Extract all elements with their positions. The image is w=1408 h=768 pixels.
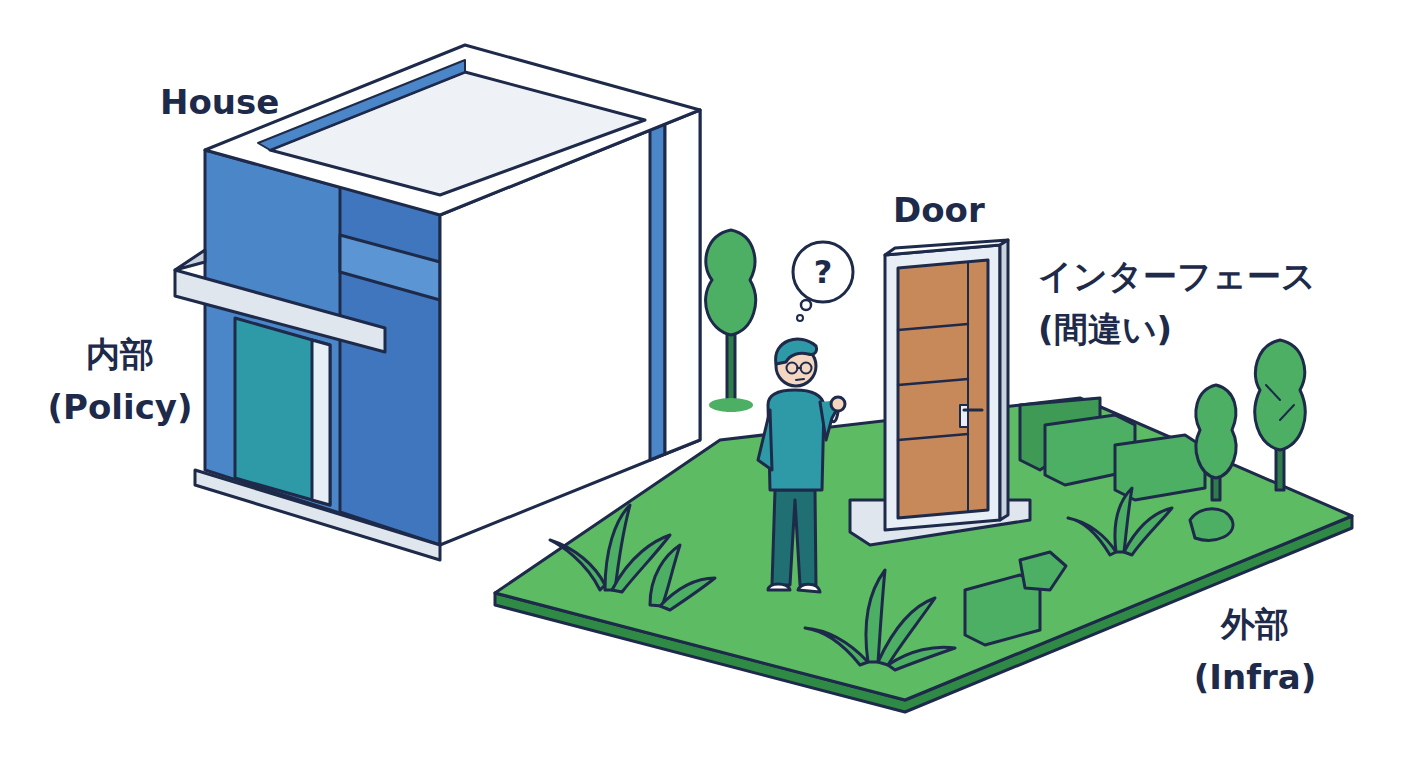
question-mark: ? (814, 253, 833, 291)
house-label: House (160, 76, 360, 129)
door-panel (898, 260, 988, 518)
person (758, 339, 845, 592)
thought-bubble: ? (791, 240, 855, 304)
door-frame (885, 245, 1000, 530)
region-label: 外部 (Infra) (1160, 598, 1350, 703)
house-roof (205, 45, 700, 215)
region-label: 内部 (Policy) (20, 328, 220, 433)
plant (550, 505, 715, 610)
tree (1255, 340, 1305, 450)
bubble-circle (793, 242, 853, 302)
house-canopy (175, 270, 385, 352)
tree (706, 230, 756, 335)
tree (1196, 385, 1236, 478)
plant (1068, 488, 1172, 555)
house-panel (340, 182, 440, 545)
interface-label: インターフェース (間違い) (1038, 250, 1358, 355)
plant (805, 570, 955, 670)
house-entrance (235, 318, 330, 505)
door-label: Door (893, 184, 1043, 237)
